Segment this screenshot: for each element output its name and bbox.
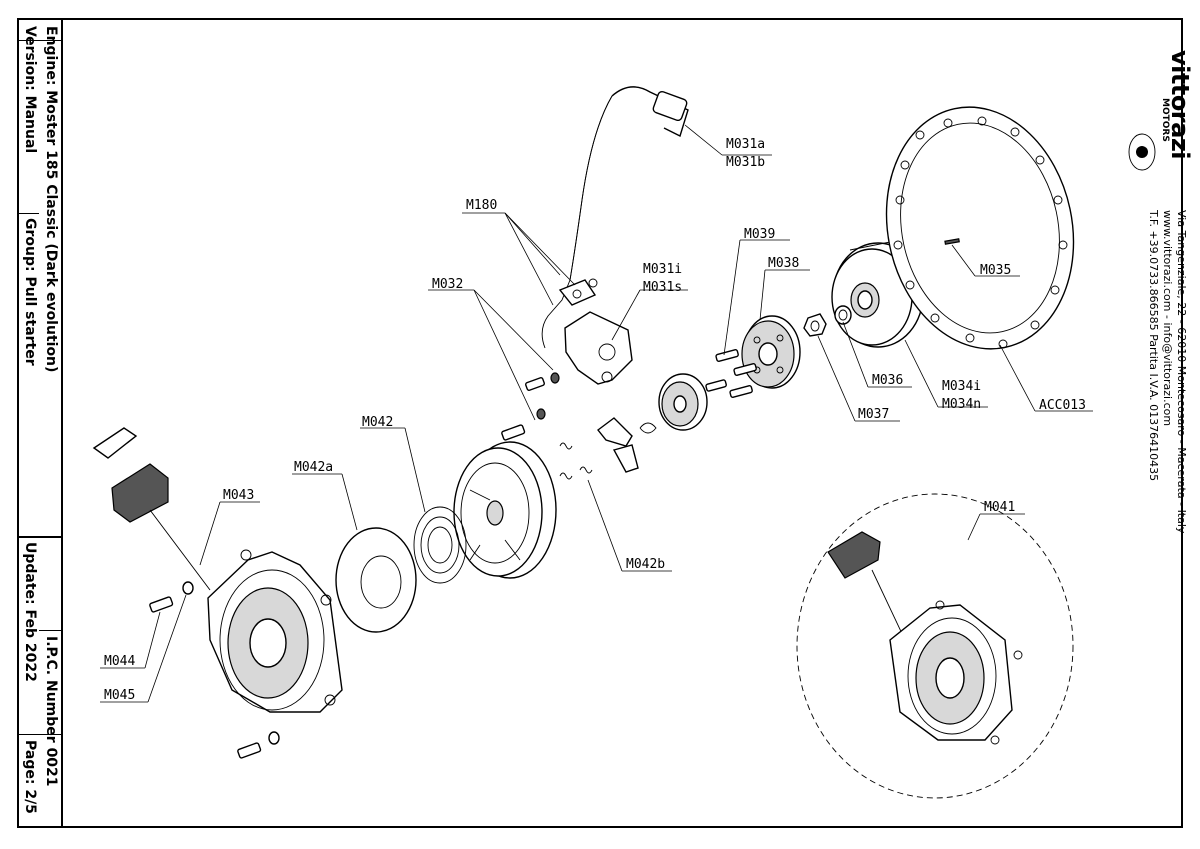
label-acc013: ACC013 (1039, 398, 1086, 413)
pawls-springs-part (559, 417, 639, 480)
label-m042a: M042a (294, 460, 333, 475)
ignition-coil-part (558, 278, 633, 385)
starter-hub-part (741, 315, 801, 389)
part-labels: M031a M031b M180 M031i M031s M039 M038 M… (104, 137, 1086, 703)
drawing-frame (17, 18, 1183, 828)
title-divider (17, 536, 61, 538)
label-m038: M038 (768, 256, 799, 271)
label-m041: M041 (984, 500, 1015, 515)
label-m031i: M031i (643, 262, 682, 277)
label-m044: M044 (104, 654, 135, 669)
recoil-spring-part (413, 506, 467, 584)
label-m039: M039 (744, 227, 775, 242)
logo-swirl-icon (1128, 133, 1156, 171)
label-m031s: M031s (643, 280, 682, 295)
hub-bolts-part (705, 349, 757, 398)
label-m042: M042 (362, 415, 393, 430)
coil-screws-part (501, 372, 560, 441)
label-m035: M035 (980, 263, 1011, 278)
ratchet-cup-part (639, 373, 708, 434)
title-block: Engine: Moster 185 Classic (Dark evoluti… (17, 18, 63, 828)
label-m031a: M031a (726, 137, 765, 152)
label-m031b: M031b (726, 155, 765, 170)
housing-screws-part (149, 581, 280, 759)
label-m043: M043 (223, 488, 254, 503)
spring-disc-part (335, 527, 417, 633)
label-m034i: M034i (942, 379, 981, 394)
title-divider (39, 630, 61, 631)
title-divider (17, 213, 39, 214)
label-m180: M180 (466, 198, 497, 213)
label-m034n: M034n (942, 397, 981, 412)
label-m036: M036 (872, 373, 903, 388)
nut-washer-part (803, 305, 852, 337)
label-m042b: M042b (626, 557, 665, 572)
title-divider (17, 734, 61, 735)
spark-plug-cap-part (541, 86, 689, 349)
label-m032: M032 (432, 277, 463, 292)
rope-pulley-part (453, 441, 557, 579)
assembled-starter-view (796, 493, 1074, 799)
label-m037: M037 (858, 407, 889, 422)
leader-lines (100, 124, 1093, 703)
label-m045: M045 (104, 688, 135, 703)
cover-ring-part (885, 106, 1075, 350)
title-divider (17, 40, 61, 41)
starter-housing-part (207, 549, 343, 713)
pull-handle-part (92, 427, 211, 591)
